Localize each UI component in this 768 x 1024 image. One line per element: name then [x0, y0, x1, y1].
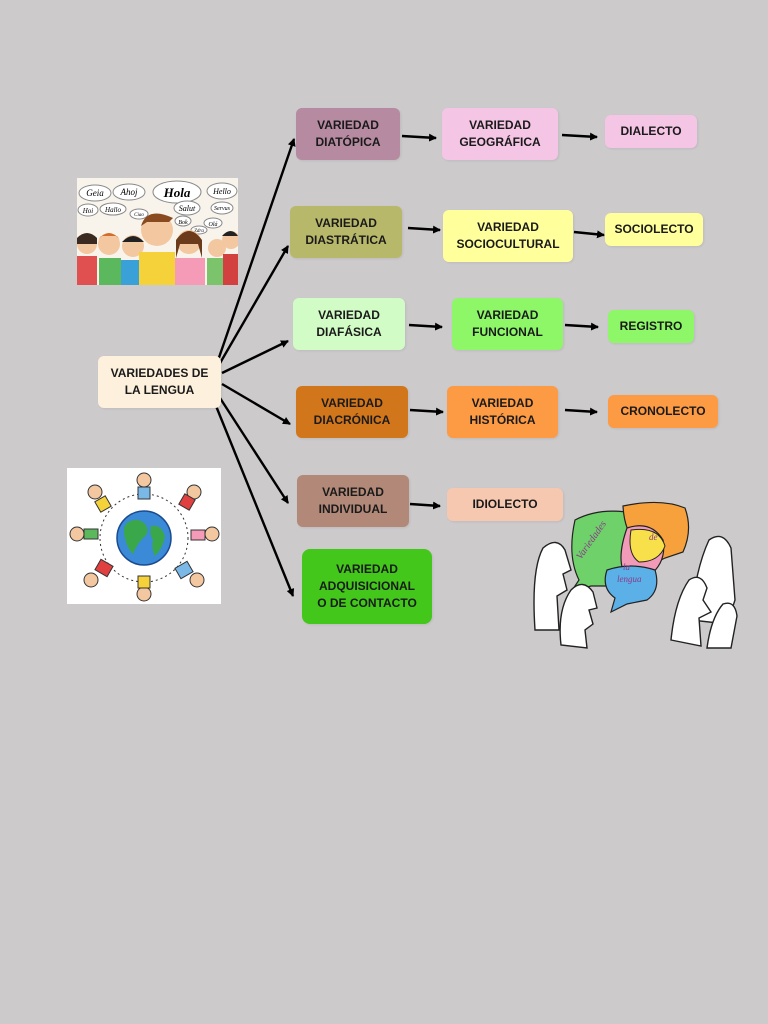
node-label: VARIEDAD DIASTRÁTICA: [305, 216, 387, 247]
greeting-text: Hoi: [82, 207, 94, 215]
node-label: DIALECTO: [620, 124, 682, 138]
globe-children-illustration: [69, 472, 220, 602]
node-variedad-diastratica: VARIEDAD DIASTRÁTICA: [290, 206, 402, 258]
node-label: VARIEDAD ADQUISICIONAL O DE CONTACTO: [317, 562, 417, 610]
node-cronolecto: CRONOLECTO: [608, 395, 718, 428]
node-label: IDIOLECTO: [472, 497, 538, 511]
greeting-text: Geia: [86, 188, 104, 198]
node-label: VARIEDAD HISTÓRICA: [469, 396, 536, 427]
node-variedad-geografica: VARIEDAD GEOGRÁFICA: [442, 108, 558, 160]
root-node: VARIEDADES DE LA LENGUA: [98, 356, 221, 408]
node-label: VARIEDAD DIACRÓNICA: [313, 396, 391, 427]
node-label: VARIEDAD INDIVIDUAL: [318, 485, 388, 516]
node-variedad-diafasica: VARIEDAD DIAFÁSICA: [293, 298, 405, 350]
arrow-diacronica-historica: [409, 407, 444, 416]
node-label: VARIEDAD GEOGRÁFICA: [459, 118, 541, 149]
arrow-root-diacronica: [221, 382, 291, 426]
node-variedad-funcional: VARIEDAD FUNCIONAL: [452, 298, 563, 350]
bubble-text: lengua: [617, 574, 642, 584]
greeting-text: Hello: [212, 187, 231, 196]
arrow-diatopica-geografica: [401, 133, 437, 142]
greeting-text: Olá: [209, 222, 218, 228]
greeting-text: Servus: [214, 206, 231, 212]
node-label: CRONOLECTO: [620, 404, 706, 418]
greeting-text: Bok: [178, 220, 188, 226]
node-idiolecto: IDIOLECTO: [447, 488, 563, 521]
node-variedad-diatopica: VARIEDAD DIATÓPICA: [296, 108, 400, 160]
node-label: VARIEDAD DIATÓPICA: [315, 118, 381, 149]
arrow-root-diafasica: [221, 339, 289, 375]
arrow-funcional-registro: [564, 322, 599, 331]
node-variedad-sociocultural: VARIEDAD SOCIOCULTURAL: [443, 210, 573, 262]
node-label: VARIEDAD FUNCIONAL: [472, 308, 543, 339]
bubble-text: la: [623, 562, 631, 572]
greetings-illustration: Geia Ahoj Hola Hello Hoi Hallo Ciao Salu…: [77, 180, 238, 285]
arrow-sociocultural-sociolecto: [573, 230, 605, 239]
node-variedad-diacronica: VARIEDAD DIACRÓNICA: [296, 386, 408, 438]
node-label: REGISTRO: [619, 319, 683, 333]
greeting-text: Hola: [163, 185, 191, 200]
node-dialecto: DIALECTO: [605, 115, 697, 148]
arrow-root-diastratica: [214, 245, 290, 371]
greeting-text: Ahoj: [120, 187, 138, 197]
arrow-root-adquisicional: [212, 400, 295, 597]
node-label: VARIEDAD DIAFÁSICA: [316, 308, 382, 339]
arrow-individual-idiolecto: [409, 501, 441, 510]
node-sociolecto: SOCIOLECTO: [605, 213, 703, 246]
arrow-historica-cronolecto: [564, 407, 598, 416]
node-registro: REGISTRO: [608, 310, 694, 343]
arrow-diastratica-sociocultural: [407, 225, 441, 234]
bubble-text: de: [649, 532, 658, 542]
node-variedad-adquisicional: VARIEDAD ADQUISICIONAL O DE CONTACTO: [302, 549, 432, 624]
arrow-root-individual: [218, 397, 290, 504]
talking-heads-image: Variedades de la lengua: [531, 500, 739, 650]
node-variedad-historica: VARIEDAD HISTÓRICA: [447, 386, 558, 438]
arrow-geografica-dialecto: [561, 132, 598, 141]
greeting-text: Salut: [179, 204, 196, 213]
arrow-root-diatopica: [210, 138, 296, 379]
speech-bubbles-illustration: Variedades de la lengua: [533, 501, 738, 649]
arrow-diafasica-funcional: [408, 322, 443, 331]
greeting-text: Ciao: [134, 213, 144, 218]
greeting-text: Hallo: [104, 206, 121, 214]
children-around-globe-image: [67, 468, 221, 604]
node-variedad-individual: VARIEDAD INDIVIDUAL: [297, 475, 409, 527]
root-label: VARIEDADES DE LA LENGUA: [110, 366, 209, 397]
node-label: VARIEDAD SOCIOCULTURAL: [456, 220, 560, 251]
node-label: SOCIOLECTO: [614, 222, 694, 236]
greetings-people-image: Geia Ahoj Hola Hello Hoi Hallo Ciao Salu…: [77, 178, 238, 285]
greeting-text: Zdra: [194, 229, 204, 234]
